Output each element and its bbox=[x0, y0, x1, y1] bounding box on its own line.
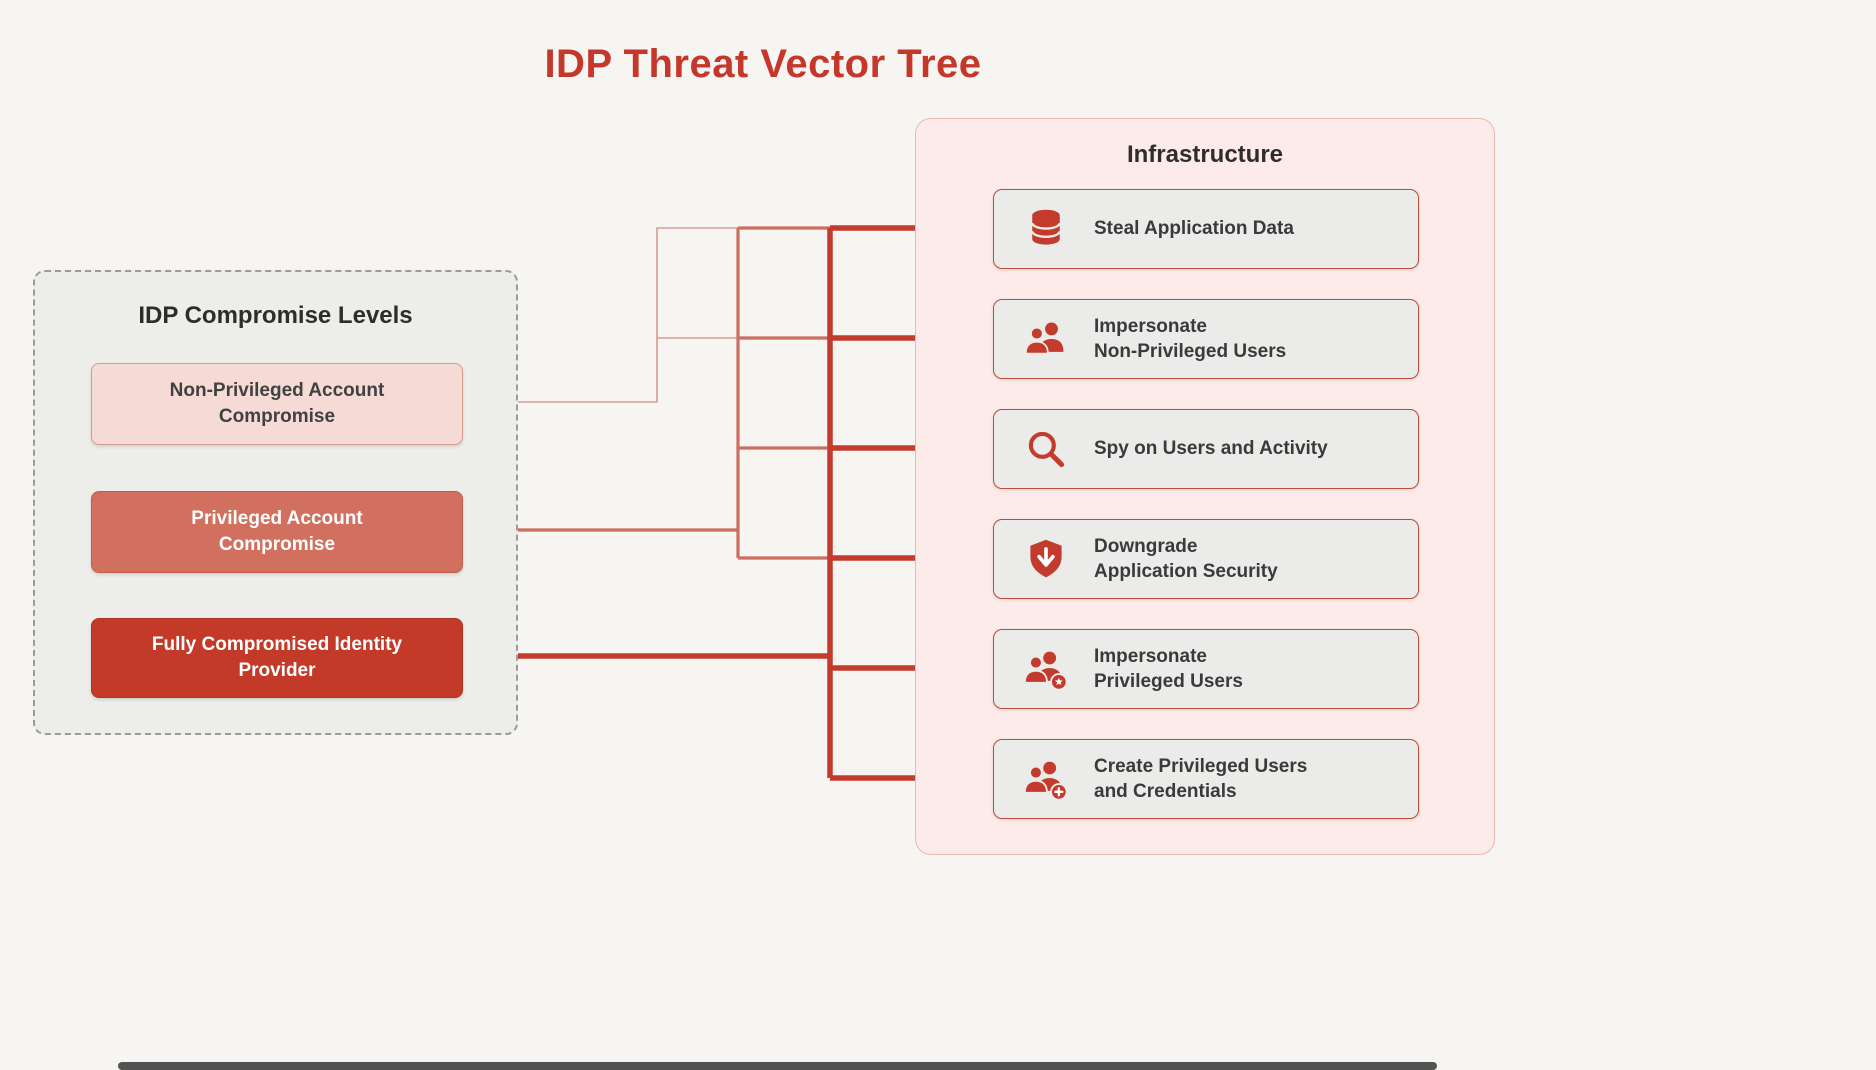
node-label: Impersonate Privileged Users bbox=[1094, 645, 1243, 692]
database-icon bbox=[1024, 207, 1068, 251]
shield-down-arrow-icon bbox=[1024, 537, 1068, 581]
users-star-icon bbox=[1024, 647, 1068, 691]
idp-compromise-levels-panel: IDP Compromise Levels Non-Privileged Acc… bbox=[33, 270, 518, 735]
node-label: Create Privileged Users and Credentials bbox=[1094, 755, 1308, 802]
level-non-privileged-account-compromise: Non-Privileged Account Compromise bbox=[91, 363, 463, 445]
right-panel-title: Infrastructure bbox=[1126, 141, 1284, 168]
level-label: Privileged Account Compromise bbox=[191, 508, 363, 555]
infrastructure-panel: Infrastructure Steal Application Data bbox=[915, 118, 1495, 855]
node-spy-on-users-and-activity: Spy on Users and Activity bbox=[993, 409, 1419, 489]
connector-fully-compromised bbox=[518, 225, 936, 781]
connector-privileged bbox=[518, 226, 936, 560]
node-impersonate-privileged-users: Impersonate Privileged Users bbox=[993, 629, 1419, 709]
bottom-scrollbar[interactable] bbox=[118, 1062, 1437, 1070]
node-label: Steal Application Data bbox=[1094, 218, 1294, 240]
node-downgrade-application-security: Downgrade Application Security bbox=[993, 519, 1419, 599]
users-icon bbox=[1024, 317, 1068, 361]
connector-non-privileged bbox=[518, 227, 936, 403]
search-icon bbox=[1024, 427, 1068, 471]
level-label: Non-Privileged Account Compromise bbox=[169, 380, 385, 427]
node-impersonate-non-privileged-users: Impersonate Non-Privileged Users bbox=[993, 299, 1419, 379]
node-steal-application-data: Steal Application Data bbox=[993, 189, 1419, 269]
node-label: Downgrade Application Security bbox=[1094, 535, 1278, 582]
level-fully-compromised-identity-provider: Fully Compromised Identity Provider bbox=[91, 618, 463, 698]
level-label: Fully Compromised Identity Provider bbox=[151, 634, 403, 681]
users-plus-icon bbox=[1024, 757, 1068, 801]
page-title: IDP Threat Vector Tree bbox=[544, 42, 982, 86]
level-privileged-account-compromise: Privileged Account Compromise bbox=[91, 491, 463, 573]
node-create-privileged-users-and-credentials: Create Privileged Users and Credentials bbox=[993, 739, 1419, 819]
left-panel-title: IDP Compromise Levels bbox=[138, 302, 413, 329]
node-label: Spy on Users and Activity bbox=[1094, 438, 1328, 460]
node-label: Impersonate Non-Privileged Users bbox=[1094, 315, 1287, 362]
